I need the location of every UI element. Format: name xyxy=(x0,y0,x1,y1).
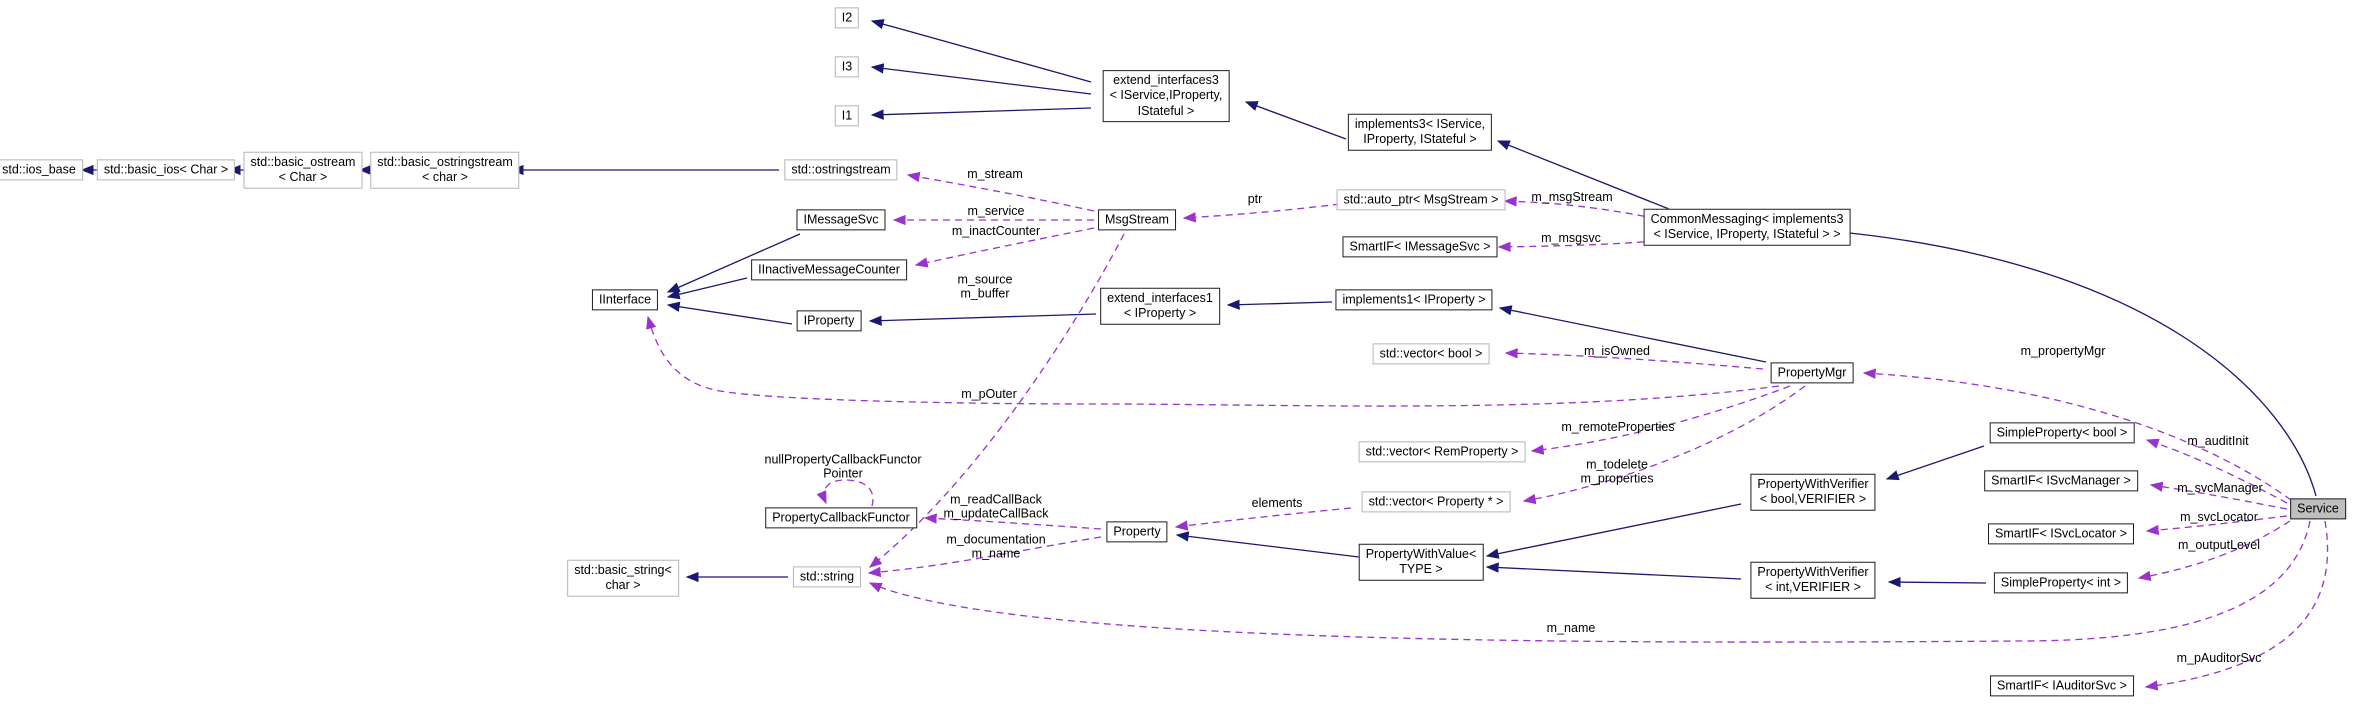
edge-label-m-documentation-name: m_documentation m_name xyxy=(946,532,1046,561)
edge-label-m-todelete-properties: m_todelete m_properties xyxy=(1580,457,1654,486)
node-msgstream[interactable]: MsgStream xyxy=(1098,209,1176,231)
edge-propertymgr-m-pouter xyxy=(646,315,1780,407)
node-std-basic-ios[interactable]: std::basic_ios< Char > xyxy=(96,159,236,181)
node-property[interactable]: Property xyxy=(1106,521,1168,543)
edge-label-m-service: m_service xyxy=(967,203,1025,218)
edge-label-m-msgsvc: m_msgsvc xyxy=(1541,230,1601,245)
edge-implements1-to-extend-interfaces1 xyxy=(1226,299,1333,310)
node-smartif-isvcmanager[interactable]: SmartIF< ISvcManager > xyxy=(1984,470,2138,492)
edge-msgstream-m-source-buffer xyxy=(868,233,1125,568)
node-propertycallbackfunctor[interactable]: PropertyCallbackFunctor xyxy=(765,507,917,529)
edge-extend-interfaces3-to-i2 xyxy=(870,19,1092,83)
node-commonmessaging[interactable]: CommonMessaging< implements3 < IService,… xyxy=(1643,208,1851,246)
node-std-vector-property-ptr[interactable]: std::vector< Property * > xyxy=(1361,491,1511,513)
node-propertywithverifier-bool[interactable]: PropertyWithVerifier < bool,VERIFIER > xyxy=(1750,473,1876,511)
edge-label-m-svcmanager: m_svcManager xyxy=(2177,480,2263,495)
node-simpleproperty-int[interactable]: SimpleProperty< int > xyxy=(1993,572,2129,594)
edge-iinactivemessagecounter-to-iinterface xyxy=(666,277,748,300)
node-std-vector-bool[interactable]: std::vector< bool > xyxy=(1372,343,1490,365)
edge-implements3-to-extend-interfaces3 xyxy=(1244,101,1347,140)
edge-label-m-readcallback-updatecallback: m_readCallBack m_updateCallBack xyxy=(943,492,1049,521)
edge-iproperty-to-iinterface xyxy=(666,301,793,325)
edge-property-m-readcallback xyxy=(923,513,1102,530)
node-std-string[interactable]: std::string xyxy=(792,566,862,588)
edge-label-m-outputlevel: m_outputLevel xyxy=(2177,537,2261,552)
node-i3[interactable]: I3 xyxy=(834,56,860,78)
edge-label-m-source-buffer: m_source m_buffer xyxy=(957,272,1013,301)
edge-propertymgr-to-implements1 xyxy=(1498,305,1767,363)
edge-label-m-auditinit: m_auditInit xyxy=(2187,433,2249,448)
edge-label-m-name: m_name xyxy=(1546,620,1596,635)
edge-label-m-pauditorsvc: m_pAuditorSvc xyxy=(2176,650,2262,665)
edge-auto-ptr-ptr xyxy=(1182,203,1341,223)
edge-extend-interfaces3-to-i3 xyxy=(870,63,1092,95)
edge-imessagesvc-to-iinterface xyxy=(666,233,801,293)
node-i2[interactable]: I2 xyxy=(834,7,860,29)
edge-extend-interfaces1-to-iproperty xyxy=(868,313,1097,326)
node-iinterface[interactable]: IInterface xyxy=(591,289,659,311)
node-service[interactable]: Service xyxy=(2290,498,2346,520)
edge-service-m-propertymgr xyxy=(1862,368,2292,501)
edge-label-ptr: ptr xyxy=(1247,191,1263,206)
edge-label-m-svclocator: m_svcLocator xyxy=(2180,509,2258,524)
node-i1[interactable]: I1 xyxy=(834,105,860,127)
node-std-vector-remproperty[interactable]: std::vector< RemProperty > xyxy=(1358,441,1526,463)
node-implements1[interactable]: implements1< IProperty > xyxy=(1335,289,1493,311)
edge-service-m-outputlevel xyxy=(2137,520,2291,582)
edge-label-m-inactcounter: m_inactCounter xyxy=(951,223,1041,238)
edge-service-m-svclocator xyxy=(2145,515,2288,536)
node-std-ostringstream[interactable]: std::ostringstream xyxy=(784,159,898,181)
edge-label-m-msgstream: m_msgStream xyxy=(1531,189,1613,204)
edge-commonmessaging-to-implements3 xyxy=(1496,140,1670,210)
edge-service-m-auditinit xyxy=(2145,438,2288,504)
edge-propertymgr-m-todelete-properties xyxy=(1522,385,1806,505)
edge-label-m-propertymgr: m_propertyMgr xyxy=(2020,343,2106,358)
node-smartif-iauditorsvc[interactable]: SmartIF< IAuditorSvc > xyxy=(1990,675,2134,697)
node-smartif-isvclocator[interactable]: SmartIF< ISvcLocator > xyxy=(1988,523,2134,545)
edge-commonmessaging-m-msgsvc xyxy=(1497,239,1669,253)
node-iinactivemessagecounter[interactable]: IInactiveMessageCounter xyxy=(751,259,907,281)
edge-service-m-pauditorsvc xyxy=(2144,520,2329,691)
node-implements3[interactable]: implements3< IService, IProperty, IState… xyxy=(1347,113,1493,151)
edge-service-to-commonmessaging xyxy=(1828,226,2317,497)
node-std-basic-string[interactable]: std::basic_string< char > xyxy=(567,559,679,597)
node-std-basic-ostream[interactable]: std::basic_ostream < Char > xyxy=(243,151,363,189)
edge-propertywithvalue-to-property xyxy=(1175,531,1360,558)
edge-msgstream-m-inactcounter xyxy=(914,227,1095,268)
node-std-basic-ostringstream[interactable]: std::basic_ostringstream < char > xyxy=(370,151,520,189)
node-smartif-imessagesvc[interactable]: SmartIF< IMessageSvc > xyxy=(1342,236,1498,258)
edge-service-m-svcmanager xyxy=(2149,481,2288,510)
node-iproperty[interactable]: IProperty xyxy=(796,310,862,332)
edge-label-m-remoteproperties: m_remoteProperties xyxy=(1561,419,1675,434)
edge-propertymgr-m-remoteproperties xyxy=(1530,385,1791,455)
edge-pwv-bool-to-propertywithvalue xyxy=(1485,503,1742,559)
edge-property-m-documentation-name xyxy=(867,536,1102,578)
edge-msgstream-m-stream xyxy=(906,171,1095,212)
node-imessagesvc[interactable]: IMessageSvc xyxy=(796,209,886,231)
edge-simpleproperty-bool-to-pwv-bool xyxy=(1885,445,1985,481)
node-extend-interfaces1[interactable]: extend_interfaces1 < IProperty > xyxy=(1100,287,1220,325)
edge-extend-interfaces3-to-i1 xyxy=(870,107,1092,120)
edge-simpleproperty-int-to-pwv-int xyxy=(1887,576,1987,588)
edge-label-elements: elements xyxy=(1251,495,1303,510)
edge-label-m-stream: m_stream xyxy=(967,166,1023,181)
node-propertywithvalue[interactable]: PropertyWithValue< TYPE > xyxy=(1358,543,1484,581)
node-propertymgr[interactable]: PropertyMgr xyxy=(1770,362,1854,384)
edge-commonmessaging-m-msgstream xyxy=(1503,196,1669,222)
node-extend-interfaces3[interactable]: extend_interfaces3 < IService,IProperty,… xyxy=(1102,70,1230,122)
node-std-ios-base[interactable]: std::ios_base xyxy=(0,159,83,181)
edge-vector-property-elements xyxy=(1174,507,1352,531)
edge-pwv-int-to-propertywithvalue xyxy=(1485,562,1742,580)
node-propertywithverifier-int[interactable]: PropertyWithVerifier < int,VERIFIER > xyxy=(1750,561,1876,599)
edge-label-m-isowned: m_isOwned xyxy=(1584,343,1650,358)
node-simpleproperty-bool[interactable]: SimpleProperty< bool > xyxy=(1989,422,2135,444)
edge-label-m-pouter: m_pOuter xyxy=(961,386,1017,401)
edge-propertycallbackfunctor-selfloop xyxy=(816,479,874,507)
edge-propertymgr-m-isowned xyxy=(1504,348,1764,370)
node-std-auto-ptr-msgstream[interactable]: std::auto_ptr< MsgStream > xyxy=(1336,189,1506,211)
edge-label-nullpropertycallbackfunctorpointer: nullPropertyCallbackFunctor Pointer xyxy=(764,452,922,481)
